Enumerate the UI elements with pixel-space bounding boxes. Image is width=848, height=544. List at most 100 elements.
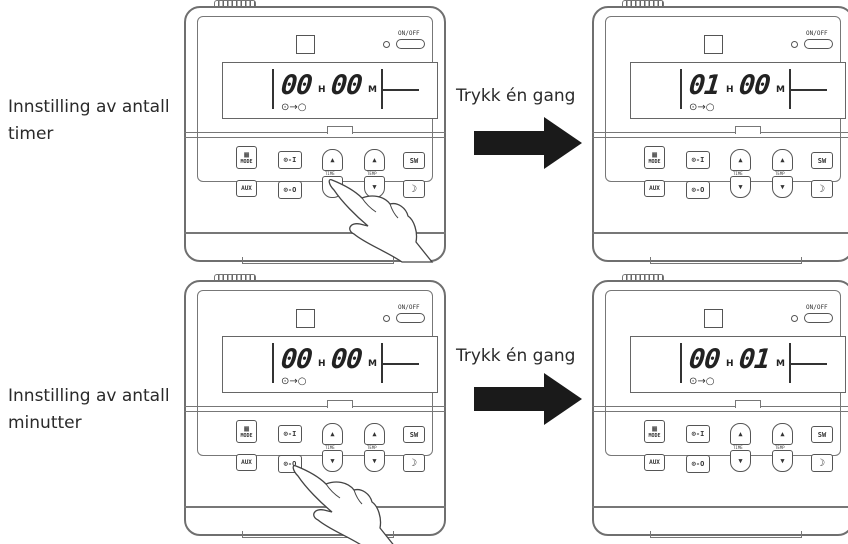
temp-down-button[interactable]: ▼ [364, 450, 385, 472]
timer-indicator-icon: ⊙→○ [689, 102, 715, 113]
minutes-readout: 01 [737, 344, 772, 375]
onoff-button[interactable] [804, 39, 833, 49]
ir-sensor [296, 309, 315, 328]
mode-label: MODE [240, 159, 253, 165]
lcd-divider [272, 69, 274, 109]
arrow-right-icon [474, 373, 582, 425]
time-up-button[interactable]: ▲ [730, 149, 751, 171]
ir-sensor [296, 35, 315, 54]
timer-indicator-icon: ⊙→○ [281, 102, 307, 113]
temp-down-button[interactable]: ▼ [772, 450, 793, 472]
cover-hinge [184, 132, 446, 138]
arrow-right-icon [474, 117, 582, 169]
aux-button[interactable]: AUX [644, 180, 665, 197]
ir-sensor [704, 35, 723, 54]
indicator-led [791, 41, 798, 48]
sw-button[interactable]: SW [403, 152, 425, 169]
onoff-button[interactable] [804, 313, 833, 323]
pointing-hand-icon [292, 464, 394, 544]
indicator-led [791, 315, 798, 322]
lcd-line [383, 363, 419, 365]
hour-unit: H [318, 359, 326, 369]
sw-button[interactable]: SW [811, 152, 833, 169]
aux-button[interactable]: AUX [236, 180, 257, 197]
pointing-hand-icon [328, 178, 434, 263]
temp-up-button[interactable]: ▲ [364, 149, 385, 171]
cover-tab [735, 126, 761, 134]
timer-on-button[interactable]: ⊙-I [686, 151, 710, 169]
lcd-line [791, 89, 827, 91]
remote-foot [650, 257, 802, 264]
time-down-button[interactable]: ▼ [322, 450, 343, 472]
lcd-screen: 00 H 00 M ⊙→○ [222, 62, 438, 119]
onoff-label: ON/OFF [806, 30, 828, 37]
remote-foot [242, 257, 394, 264]
onoff-label: ON/OFF [806, 304, 828, 311]
sleep-button[interactable]: ☽ [811, 454, 833, 472]
temp-up-button[interactable]: ▲ [772, 423, 793, 445]
finger-lines [325, 483, 363, 505]
sw-button[interactable]: SW [403, 426, 425, 443]
lcd-divider [789, 343, 791, 383]
timer-off-button[interactable]: ⊙-O [686, 455, 710, 473]
lcd-line [383, 89, 419, 91]
time-up-button[interactable]: ▲ [730, 423, 751, 445]
lcd-divider [789, 69, 791, 109]
timer-off-button[interactable]: ⊙-O [686, 181, 710, 199]
finger-lines [361, 197, 399, 219]
caption-hours: Innstilling av antall timer [8, 97, 170, 144]
timer-on-button[interactable]: ⊙-I [686, 425, 710, 443]
minute-unit: M [776, 359, 785, 369]
time-label: TIME [733, 445, 743, 450]
lcd-line [791, 363, 827, 365]
mode-button[interactable]: ▦ MODE [236, 146, 257, 169]
sw-button[interactable]: SW [811, 426, 833, 443]
aux-button[interactable]: AUX [236, 454, 257, 471]
onoff-button[interactable] [396, 313, 425, 323]
minutes-readout: 00 [737, 70, 772, 101]
hour-unit: H [318, 85, 326, 95]
temp-label: TEMP [775, 171, 785, 176]
remote-body [592, 280, 848, 536]
mode-button[interactable]: ▦ MODE [644, 420, 665, 443]
cover-tab [735, 400, 761, 408]
time-down-button[interactable]: ▼ [730, 176, 751, 198]
temp-label: TEMP [775, 445, 785, 450]
cover-hinge [592, 132, 848, 138]
mode-icon: ▦ [652, 150, 657, 159]
hour-unit: H [726, 359, 734, 369]
remote-controller-1-before: ON/OFF 00 H 00 M ⊙→○ ▦ MODE AUX ⊙-I ⊙-O … [184, 274, 446, 544]
mode-icon: ▦ [244, 150, 249, 159]
cover-tab [327, 400, 353, 408]
timer-on-button[interactable]: ⊙-I [278, 425, 302, 443]
lcd-screen: 01 H 00 M ⊙→○ [630, 62, 846, 119]
lcd-screen: 00 H 01 M ⊙→○ [630, 336, 846, 393]
timer-on-button[interactable]: ⊙-I [278, 151, 302, 169]
temp-up-button[interactable]: ▲ [364, 423, 385, 445]
time-up-button[interactable]: ▲ [322, 149, 343, 171]
sleep-button[interactable]: ☽ [811, 180, 833, 198]
onoff-button[interactable] [396, 39, 425, 49]
lcd-divider [272, 343, 274, 383]
indicator-led [383, 315, 390, 322]
timer-indicator-icon: ⊙→○ [281, 376, 307, 387]
mode-button[interactable]: ▦ MODE [644, 146, 665, 169]
remote-controller-0-before: ON/OFF 00 H 00 M ⊙→○ ▦ MODE AUX ⊙-I ⊙-O … [184, 0, 446, 270]
temp-down-button[interactable]: ▼ [772, 176, 793, 198]
time-down-button[interactable]: ▼ [730, 450, 751, 472]
lower-edge [184, 232, 446, 234]
sleep-button[interactable]: ☽ [403, 454, 425, 472]
cover-hinge [592, 406, 848, 412]
lcd-divider [680, 69, 682, 109]
hand-outline [328, 178, 434, 263]
time-up-button[interactable]: ▲ [322, 423, 343, 445]
time-label: TIME [325, 171, 335, 176]
timer-indicator-icon: ⊙→○ [689, 376, 715, 387]
timer-off-button[interactable]: ⊙-O [278, 181, 302, 199]
caption-minutes: Innstilling av antall minutter [8, 386, 170, 433]
cover-hinge [184, 406, 446, 412]
sleep-button[interactable]: ☽ [403, 180, 425, 198]
mode-button[interactable]: ▦ MODE [236, 420, 257, 443]
temp-up-button[interactable]: ▲ [772, 149, 793, 171]
aux-button[interactable]: AUX [644, 454, 665, 471]
